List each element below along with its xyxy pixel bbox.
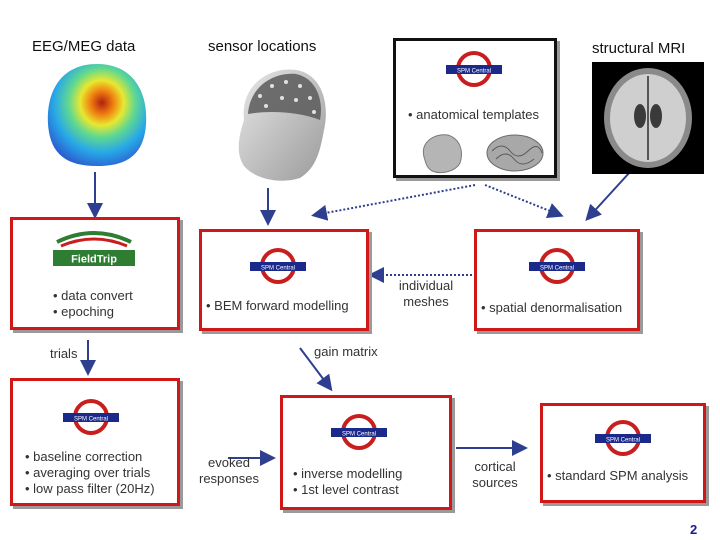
spm-logo-text: SPM Central [342,432,376,438]
label-eeg-meg-data: EEG/MEG data [32,38,136,55]
bullet-data-convert: • data convert [53,288,133,303]
bullet-low-pass: • low pass filter (20Hz) [25,481,155,496]
standard-analysis-box: SPM Central • standard SPM analysis [540,403,706,503]
arrow-mri-to-denorm [585,171,631,221]
bullet-averaging: • averaging over trials [25,465,151,480]
arrow-forward-to-inverse [299,347,333,392]
standard-bullets: • standard SPM analysis [547,468,688,484]
template-head-icon [422,134,462,174]
label-evoked-responses: evoked responses [199,455,259,486]
preprocessing-box: SPM Central • baseline correction • aver… [10,378,180,506]
template-brain-icon [486,134,544,172]
structural-mri-image [592,62,704,174]
label-gain-matrix: gain matrix [314,344,378,359]
spm-logo-icon: SPM Central [595,420,651,456]
label-sensor-locations: sensor locations [208,38,317,55]
arrow-templates-to-denorm [484,184,564,218]
label-structural-mri: structural MRI [592,40,686,57]
arrow-templates-to-forward [311,184,476,221]
forward-bullets: • BEM forward modelling [206,298,349,314]
spm-logo-text: SPM Central [74,417,108,423]
denormalisation-bullets: • spatial denormalisation [481,300,622,316]
page-number: 2 [690,522,698,537]
bullet-1st-level-contrast: • 1st level contrast [293,482,399,497]
spm-logo-text: SPM Central [261,266,295,272]
label-cortical-sources: cortical sources [472,459,518,490]
bullet-standard-spm: • standard SPM analysis [547,468,689,483]
fieldtrip-logo-text: FieldTrip [71,254,117,266]
anatomical-templates-box: SPM Central • anatomical templates [393,38,557,178]
spm-logo-icon: SPM Central [446,51,502,87]
fieldtrip-bullets: • data convert • epoching [53,288,133,320]
denormalisation-box: SPM Central • spatial denormalisation [474,229,640,331]
label-anatomical-templates: • anatomical templates [408,107,540,122]
bullet-epoching: • epoching [53,304,114,319]
bullet-baseline: • baseline correction [25,449,143,464]
spm-logo-icon: SPM Central [63,399,119,435]
spm-logo-text: SPM Central [457,69,491,75]
inverse-modelling-box: SPM Central • inverse modelling • 1st le… [280,395,452,510]
spm-logo-icon: SPM Central [529,248,585,284]
fieldtrip-box: FieldTrip • data convert • epoching [10,217,180,330]
bullet-bem-forward: • BEM forward modelling [206,298,349,313]
forward-modelling-box: SPM Central • BEM forward modelling [199,229,369,331]
fieldtrip-logo-icon: FieldTrip [53,231,135,266]
label-individual-meshes: individual meshes [398,278,454,309]
preprocessing-bullets: • baseline correction • averaging over t… [25,449,155,497]
sensor-head-image [238,69,326,181]
spm-logo-icon: SPM Central [250,248,306,284]
spm-logo-text: SPM Central [606,438,640,444]
spm-logo-icon: SPM Central [331,414,387,450]
bullet-spatial-denorm: • spatial denormalisation [481,300,623,315]
inverse-bullets: • inverse modelling • 1st level contrast [293,466,402,498]
label-trials: trials [50,346,78,361]
spm-logo-text: SPM Central [540,266,574,272]
eeg-topography-image [47,64,147,166]
bullet-inverse-modelling: • inverse modelling [293,466,403,481]
